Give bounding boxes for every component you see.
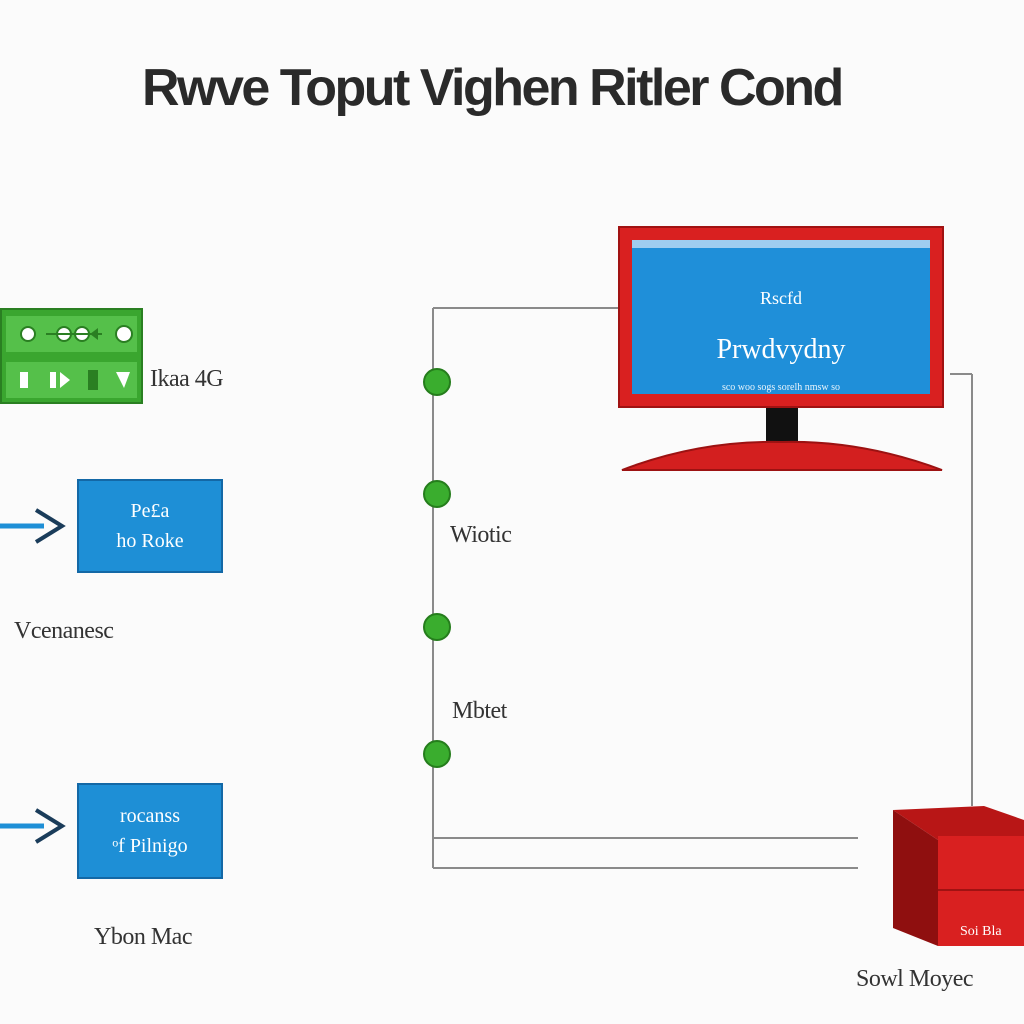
server-box-icon bbox=[893, 806, 1024, 946]
green-control-panel bbox=[0, 308, 143, 404]
node-dot-1 bbox=[423, 368, 451, 396]
monitor-frame: Rscfd Prwdvydny sco woo sogs sorelh nmsw… bbox=[618, 226, 944, 408]
screen-line-1: Rscfd bbox=[760, 288, 802, 308]
arrow-right-icon-2 bbox=[0, 808, 66, 844]
node-dot-2 bbox=[423, 480, 451, 508]
screen-line-3: sco woo sogs sorelh nmsw so bbox=[721, 382, 841, 393]
process-box-2-line1: rocanss bbox=[120, 805, 180, 827]
process-box-1: Pe£a ho Roke bbox=[77, 479, 223, 573]
panel-row-top bbox=[6, 316, 137, 352]
process-box-2: rocanss ᵒf Pilnigo bbox=[77, 783, 223, 879]
process-box-2-line2: ᵒf Pilnigo bbox=[112, 835, 188, 857]
wire-lower-label: Mbtet bbox=[452, 698, 507, 724]
monitor-screen: Rscfd Prwdvydny sco woo sogs sorelh nmsw… bbox=[632, 240, 930, 394]
panel-row-bottom bbox=[6, 362, 137, 398]
server-front-label: Soi Bla bbox=[960, 924, 1002, 939]
panel-buttons-icon bbox=[20, 325, 133, 343]
monitor-base bbox=[621, 440, 943, 471]
process-box-1-line2: ho Roke bbox=[116, 530, 184, 552]
monitor-neck bbox=[766, 404, 798, 448]
process-box-1-line1: Pe£a bbox=[130, 500, 170, 522]
left-bottom-label: Ybon Mac bbox=[94, 924, 192, 950]
server-caption: Sowl Moyec bbox=[856, 966, 974, 992]
panel-controls-icon bbox=[20, 370, 130, 390]
green-panel-label: Ikaa 4G bbox=[150, 366, 224, 392]
screen-line-2: Prwdvydny bbox=[716, 334, 846, 365]
node-dot-4 bbox=[423, 740, 451, 768]
node-dot-3 bbox=[423, 613, 451, 641]
arrow-right-icon-1 bbox=[0, 508, 66, 544]
left-mid-label: Vcenanesc bbox=[14, 618, 114, 644]
wire-upper-label: Wiotic bbox=[450, 522, 512, 548]
diagram-title: Rwve Toput Vighen Ritler Cond bbox=[142, 59, 844, 117]
